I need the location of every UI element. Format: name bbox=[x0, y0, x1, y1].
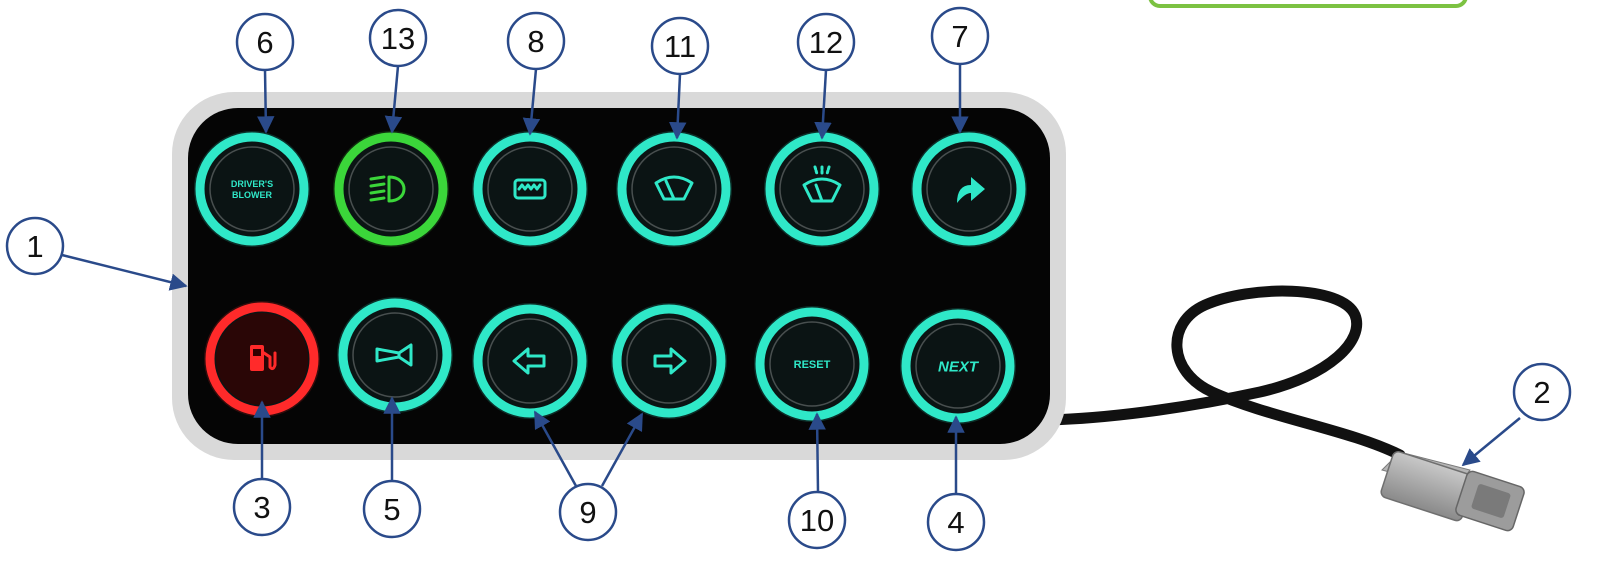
callout-8: 8 bbox=[506, 11, 566, 71]
keypad-button-wiper[interactable] bbox=[616, 131, 732, 247]
headlight-icon bbox=[369, 175, 406, 203]
keypad-button-left-arrow[interactable] bbox=[472, 303, 588, 419]
callout-number: 6 bbox=[256, 25, 273, 60]
callout-3: 3 bbox=[232, 477, 292, 537]
callout-arrow-13 bbox=[384, 65, 403, 134]
horn-icon bbox=[375, 343, 413, 367]
callout-circle bbox=[235, 12, 295, 72]
fuel-pump-icon bbox=[250, 345, 277, 371]
callout-arrow-12 bbox=[814, 69, 832, 140]
washer-wiper-icon bbox=[802, 165, 842, 203]
callout-2: 2 bbox=[1512, 362, 1572, 422]
callout-circle bbox=[558, 482, 618, 542]
callout-arrow-11 bbox=[668, 73, 687, 140]
callout-circle bbox=[1512, 362, 1572, 422]
button-label-line1: DRIVER'S bbox=[231, 179, 273, 189]
callout-arrow-9-2 bbox=[600, 412, 644, 487]
keypad-button-turn-right-arrow[interactable] bbox=[911, 131, 1027, 247]
reset-text-icon: RESET bbox=[794, 359, 831, 371]
callout-number: 13 bbox=[381, 21, 415, 56]
keypad-button-horn[interactable] bbox=[337, 297, 453, 413]
callout-circle bbox=[362, 479, 422, 539]
callout-number: 8 bbox=[527, 24, 544, 59]
keypad-button-right-arrow[interactable] bbox=[611, 303, 727, 419]
callout-number: 12 bbox=[809, 25, 843, 60]
callout-circle bbox=[926, 492, 986, 552]
callout-circle bbox=[368, 8, 428, 68]
callout-number: 5 bbox=[383, 492, 400, 527]
callout-5: 5 bbox=[362, 479, 422, 539]
keypad-button-reset-text[interactable]: RESET bbox=[754, 306, 870, 422]
keypad-button-washer-wiper[interactable] bbox=[764, 131, 880, 247]
callout-12: 12 bbox=[796, 12, 856, 72]
left-arrow-icon bbox=[512, 347, 546, 375]
callout-number: 9 bbox=[579, 495, 596, 530]
callout-13: 13 bbox=[368, 8, 428, 68]
callout-1: 1 bbox=[5, 216, 65, 276]
right-arrow-icon bbox=[653, 347, 687, 375]
callout-number: 10 bbox=[800, 503, 834, 538]
callout-arrow-9 bbox=[533, 410, 578, 487]
keypad-button-fuel-pump[interactable] bbox=[204, 301, 320, 417]
callout-arrow-10 bbox=[808, 412, 826, 493]
cable bbox=[1042, 285, 1406, 461]
next-text-icon: NEXT bbox=[938, 358, 980, 375]
rear-defrost-icon bbox=[513, 178, 547, 200]
callout-circle bbox=[506, 11, 566, 71]
button-label: RESET bbox=[794, 359, 831, 371]
callout-7: 7 bbox=[930, 6, 990, 66]
callout-arrow-2 bbox=[1461, 417, 1521, 467]
callout-6: 6 bbox=[235, 12, 295, 72]
keypad-button-rear-defrost[interactable] bbox=[472, 131, 588, 247]
keypad-button-next-text[interactable]: NEXT bbox=[900, 308, 1016, 424]
callout-11: 11 bbox=[650, 16, 710, 76]
callout-arrow-6 bbox=[256, 69, 275, 134]
button-label-line2: BLOWER bbox=[232, 190, 272, 200]
callout-circle bbox=[232, 477, 292, 537]
callout-4: 4 bbox=[926, 492, 986, 552]
callout-9: 9 bbox=[558, 482, 618, 542]
callout-number: 11 bbox=[664, 29, 696, 64]
connector bbox=[1380, 451, 1525, 532]
callout-arrow-8 bbox=[522, 68, 541, 136]
callout-circle bbox=[930, 6, 990, 66]
turn-right-arrow-icon bbox=[957, 177, 985, 203]
callout-number: 4 bbox=[947, 505, 964, 540]
callout-number: 1 bbox=[26, 229, 43, 264]
callout-circle bbox=[5, 216, 65, 276]
keypad-button-headlight[interactable] bbox=[333, 131, 449, 247]
callout-circle bbox=[787, 490, 847, 550]
callout-circle bbox=[796, 12, 856, 72]
wiper-icon bbox=[654, 175, 694, 201]
callout-number: 2 bbox=[1533, 375, 1550, 410]
legend-box bbox=[1148, 0, 1468, 8]
callout-arrow-1 bbox=[61, 253, 188, 291]
callout-number: 3 bbox=[253, 490, 270, 525]
callout-circle bbox=[650, 16, 710, 76]
button-label: NEXT bbox=[938, 358, 980, 375]
callout-10: 10 bbox=[787, 490, 847, 550]
callout-number: 7 bbox=[951, 19, 968, 54]
